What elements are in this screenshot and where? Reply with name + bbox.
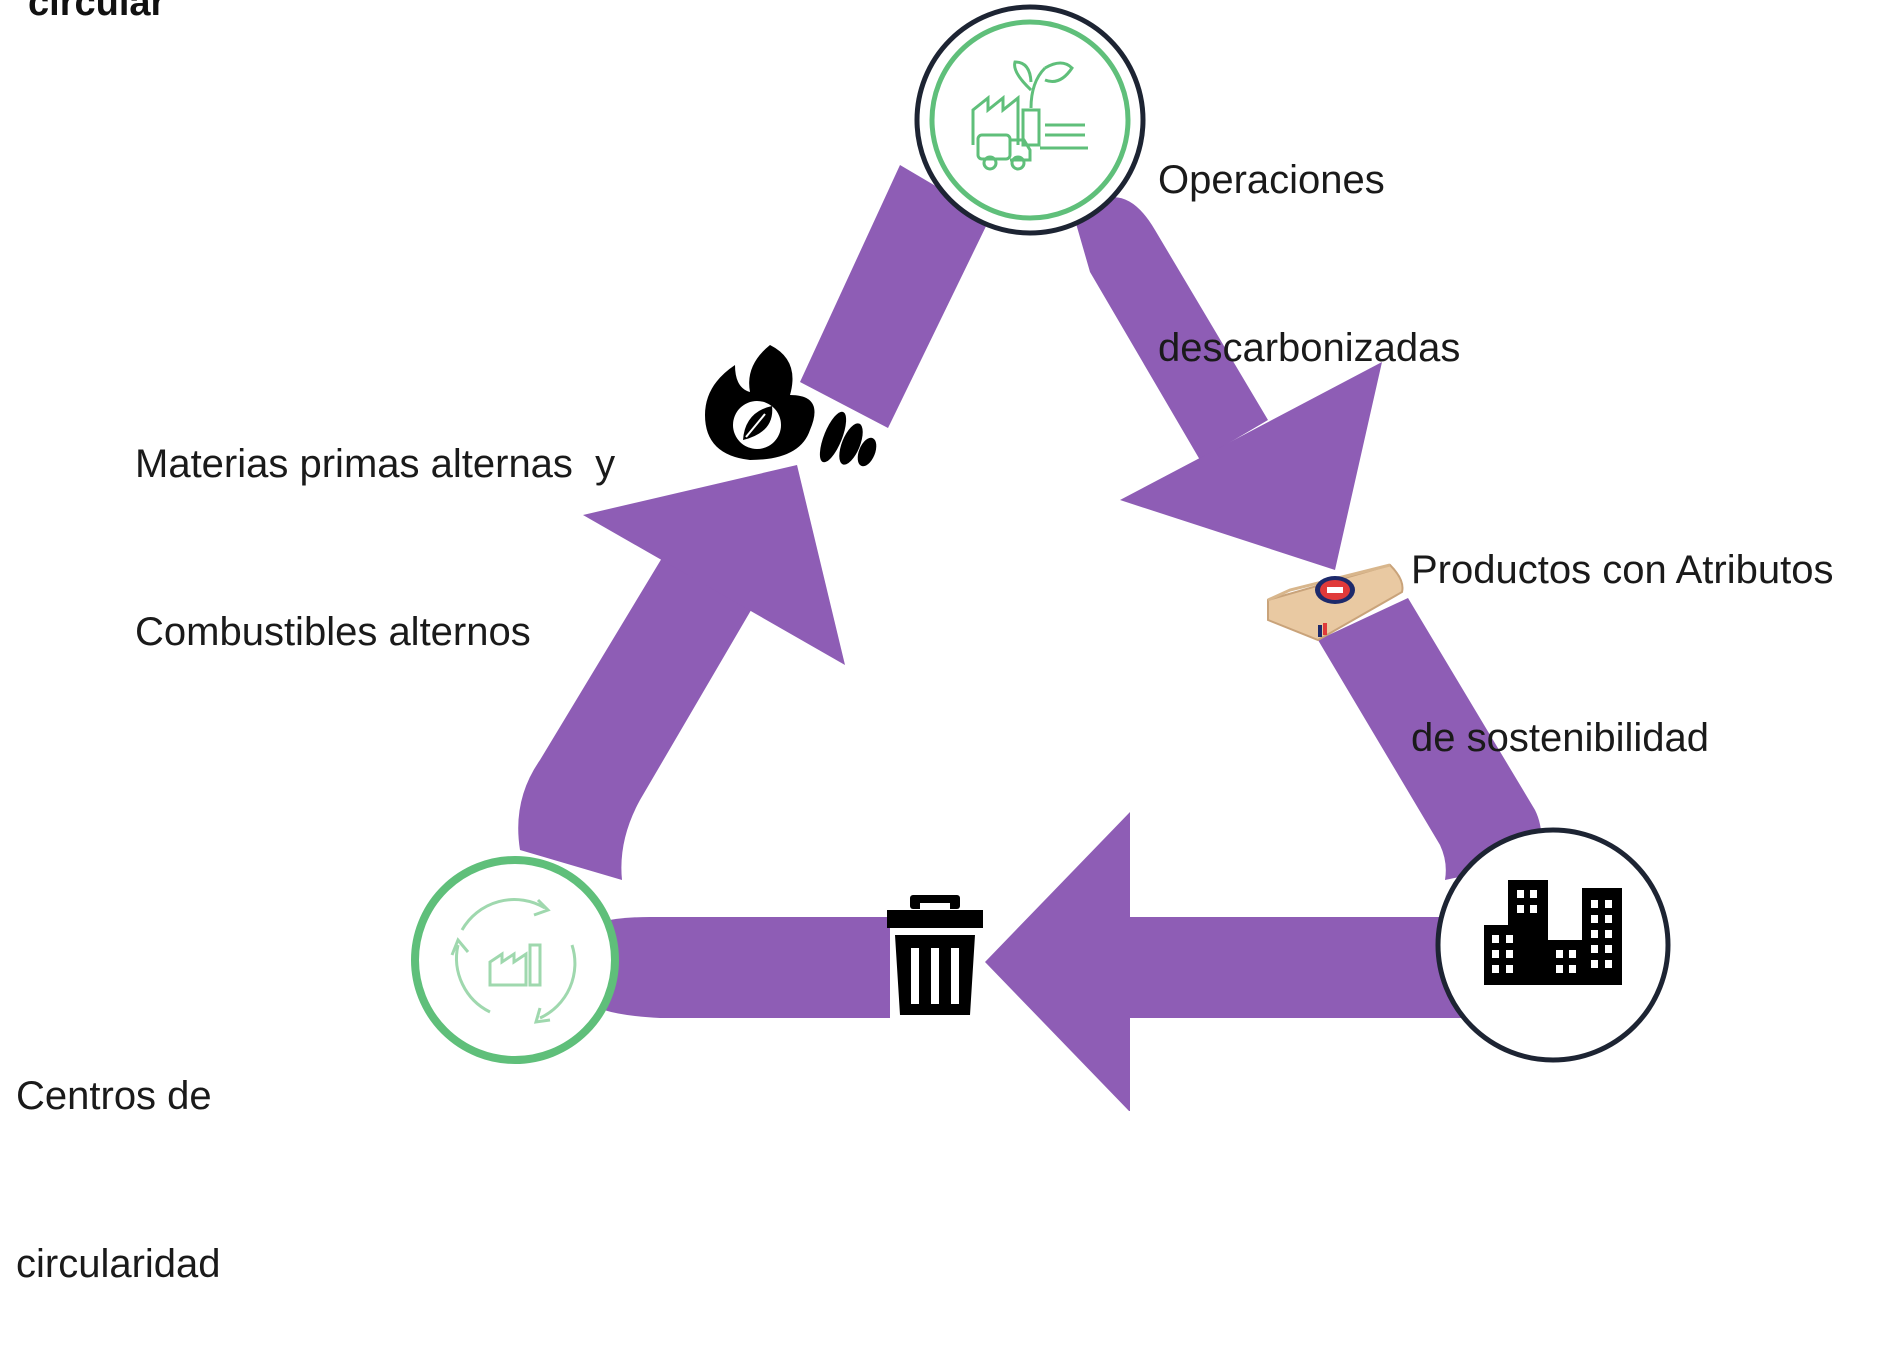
label-operaciones: Operaciones descarbonizadas [1158, 40, 1460, 432]
label-materias-line2: Combustibles alternos [135, 610, 531, 654]
arrow-materias-to-operaciones [800, 165, 990, 428]
node-operaciones [914, 4, 1146, 236]
label-materias-line1: Materias primas alternas y [135, 442, 616, 486]
label-productos-line1: Productos con Atributos [1411, 548, 1834, 592]
pellets-icon [819, 411, 877, 467]
label-centros: Centros de circularidad [16, 956, 221, 1348]
arrow-productos-to-ciudad [1318, 598, 1542, 880]
node-centros [411, 856, 619, 1064]
factory-plant-truck-icon [971, 60, 1088, 171]
label-centros-line2: circularidad [16, 1242, 221, 1286]
label-operaciones-line2: descarbonizadas [1158, 326, 1461, 370]
arrow-residuos-to-centros [585, 917, 890, 1018]
label-productos-line2: de sostenibilidad [1411, 716, 1709, 760]
circular-economy-diagram [411, 4, 1671, 1111]
trash-bin-icon [887, 895, 983, 1015]
label-centros-line1: Centros de [16, 1074, 212, 1118]
label-productos: Productos con Atributos de sostenibilida… [1411, 430, 1833, 822]
arrow-ciudad-to-residuos [985, 812, 1500, 1111]
page-title: circular [28, 0, 166, 24]
label-operaciones-line1: Operaciones [1158, 158, 1385, 202]
recycle-factory-icon [450, 898, 577, 1024]
arrow-centros-to-materias [518, 465, 845, 880]
arrow-operaciones-to-productos [1075, 197, 1382, 570]
node-ciudad [1435, 827, 1671, 1063]
label-materias: Materias primas alternas y Combustibles … [135, 324, 615, 716]
cement-bag-icon [1267, 563, 1404, 642]
flame-leaf-icon [705, 345, 877, 467]
buildings-icon [1484, 880, 1622, 985]
